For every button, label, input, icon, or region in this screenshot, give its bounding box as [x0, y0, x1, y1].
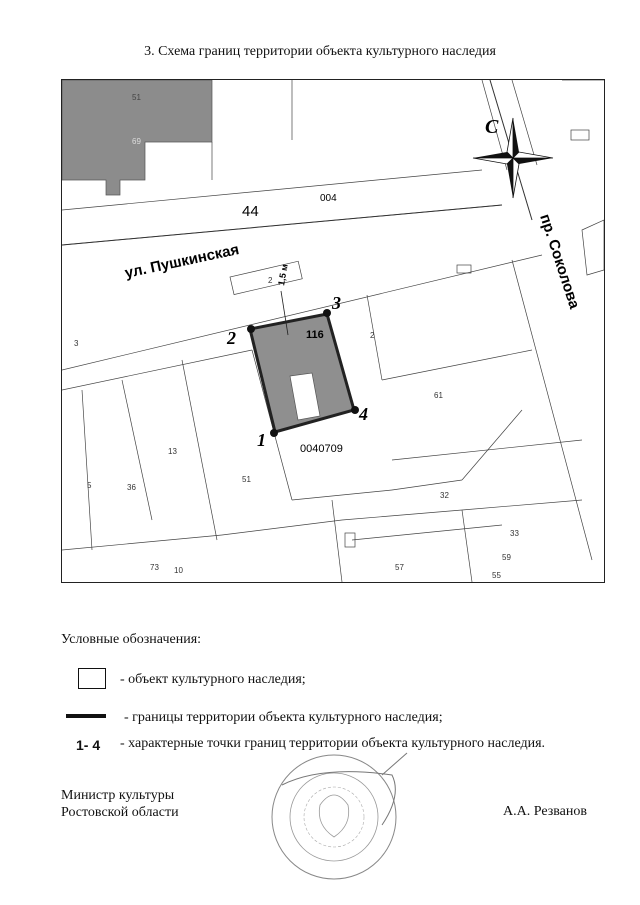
- signatory-position: Министр культуры Ростовской области: [61, 787, 179, 821]
- street-label-pushkinskaya: ул. Пушкинская: [123, 241, 240, 282]
- parcel-label: 55: [492, 571, 501, 580]
- buffer-label: 1,5 м: [276, 263, 290, 286]
- parcel-label: 57: [395, 563, 404, 572]
- parcel-label: 5: [87, 481, 92, 490]
- point-label-4: 4: [358, 404, 368, 424]
- street-label-sokolova: пр. Соколова: [536, 212, 583, 312]
- parcel-label: 51: [242, 475, 251, 484]
- map-frame: С ул. Пушкинская пр. Соколова 44 004 004…: [61, 79, 605, 583]
- block-label: 44: [242, 203, 259, 220]
- inner-building: [289, 372, 321, 421]
- boundary-points: [247, 309, 359, 437]
- parcel-label: 51: [132, 93, 141, 102]
- page-title: 3. Схема границ территории объекта культ…: [144, 44, 496, 59]
- parcel-label: 73: [150, 563, 159, 572]
- legend-boundary-symbol: [66, 714, 106, 718]
- parcel-label: 32: [440, 491, 449, 500]
- north-arrow-icon: [472, 117, 554, 199]
- signatory-position-line2: Ростовской области: [61, 805, 179, 820]
- building-top-left: [62, 80, 213, 196]
- compass-letter: С: [485, 116, 499, 138]
- signatory-position-line1: Министр культуры: [61, 788, 175, 803]
- block-label: 004: [320, 193, 337, 204]
- parcel-label: 2: [370, 331, 375, 340]
- parcel-label: 69: [132, 137, 141, 146]
- point-label-1: 1: [257, 430, 266, 450]
- legend-boundary-text: - границы территории объекта культурного…: [124, 710, 443, 725]
- point-label-2: 2: [226, 328, 236, 348]
- parcel-lines: [62, 80, 604, 582]
- legend-heritage-text: - объект культурного наследия;: [120, 672, 306, 687]
- cadastral-map: С ул. Пушкинская пр. Соколова 44 004 004…: [62, 80, 604, 582]
- legend-points-text: - характерные точки границ территории об…: [120, 736, 546, 751]
- parcel-label: 36: [127, 483, 136, 492]
- parcel-label: 13: [168, 447, 177, 456]
- parcel-label: 10: [174, 566, 183, 575]
- parcel-label: 3: [74, 339, 79, 348]
- parcel-label: 2: [268, 276, 273, 285]
- parcel-id-label: 0040709: [300, 443, 343, 455]
- parcel-label: 33: [510, 529, 519, 538]
- parcel-label: 61: [434, 391, 443, 400]
- official-seal: [271, 752, 408, 880]
- point-label-3: 3: [331, 293, 341, 313]
- signatory-name: А.А. Резванов: [503, 804, 587, 819]
- object-number: 116: [306, 329, 324, 341]
- buffer-indicator: [280, 290, 289, 336]
- legend-points-symbol: 1- 4: [76, 737, 101, 753]
- parcel-label: 59: [502, 553, 511, 562]
- legend-heritage-symbol: [78, 668, 106, 689]
- legend-title: Условные обозначения:: [61, 632, 202, 647]
